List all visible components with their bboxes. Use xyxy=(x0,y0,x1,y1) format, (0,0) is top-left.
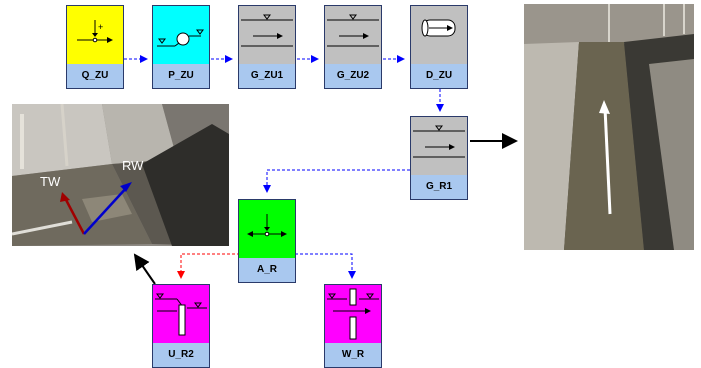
channel-icon xyxy=(413,125,465,158)
block-label: U_R2 xyxy=(153,343,209,367)
overflow-weir-icon xyxy=(155,293,207,336)
label-rw: RW xyxy=(122,158,144,173)
label-tw: TW xyxy=(40,174,61,189)
block-label: G_ZU2 xyxy=(325,64,381,88)
block-u-r2[interactable]: U_R2 xyxy=(152,284,210,368)
block-g-zu2[interactable]: G_ZU2 xyxy=(324,5,382,89)
block-d-zu[interactable]: D_ZU xyxy=(410,5,468,89)
block-label: A_R xyxy=(239,258,295,282)
block-label: Q_ZU xyxy=(67,64,123,88)
block-g-r1[interactable]: G_R1 xyxy=(410,116,468,200)
block-p-zu[interactable]: P_ZU xyxy=(152,5,210,89)
junction-icon xyxy=(247,214,287,237)
pipe-icon xyxy=(421,19,456,37)
block-g-r1-symbol xyxy=(411,117,467,176)
connector-gr1-ar xyxy=(263,169,410,193)
block-g-zu1[interactable]: G_ZU1 xyxy=(238,5,296,89)
block-g-zu2-symbol xyxy=(325,6,381,65)
block-u-r2-symbol xyxy=(153,285,209,344)
block-label: G_ZU1 xyxy=(239,64,295,88)
block-label: D_ZU xyxy=(411,64,467,88)
photo-channel-flow xyxy=(524,4,694,250)
channel-icon xyxy=(241,14,293,47)
block-d-zu-symbol xyxy=(411,6,467,65)
inflow-icon: + xyxy=(77,20,113,43)
block-label: P_ZU xyxy=(153,64,209,88)
pump-icon xyxy=(157,29,204,47)
block-w-r-symbol xyxy=(325,285,381,344)
block-p-zu-symbol xyxy=(153,6,209,65)
photo-weir-channel: TW RW xyxy=(12,104,229,246)
connector-ar-ur2 xyxy=(177,253,240,279)
channel-icon xyxy=(327,14,379,47)
block-q-zu-symbol: + xyxy=(67,6,123,65)
block-g-zu1-symbol xyxy=(239,6,295,65)
gate-icon xyxy=(327,288,379,340)
arrow-ur2-to-photo xyxy=(133,253,156,285)
block-a-r-symbol xyxy=(239,200,295,259)
block-w-r[interactable]: W_R xyxy=(324,284,382,368)
block-label: W_R xyxy=(325,343,381,367)
block-a-r[interactable]: A_R xyxy=(238,199,296,283)
block-label: G_R1 xyxy=(411,175,467,199)
svg-text:+: + xyxy=(98,22,103,32)
connector-ar-wr xyxy=(295,253,356,279)
block-q-zu[interactable]: + Q_ZU xyxy=(66,5,124,89)
